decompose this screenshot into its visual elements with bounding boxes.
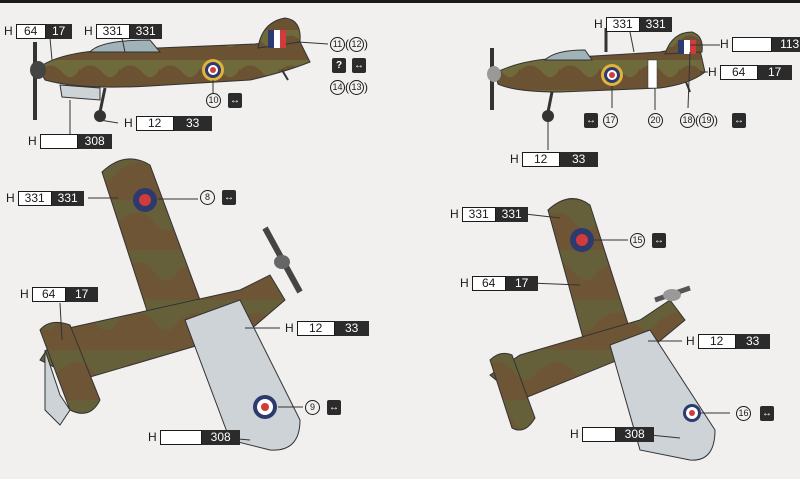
decal-16: 16 — [736, 406, 751, 421]
paint-code-top-left-3: H 12 33 — [124, 116, 212, 131]
paint-code-bottom-left-1: H 331 331 — [6, 191, 84, 206]
paint-code-top-right-1: H 331 331 — [594, 17, 672, 32]
paint-code-top-left-2: H 331 331 — [84, 24, 162, 39]
top-left-side-view — [30, 17, 329, 135]
paint-code-bottom-right-3: H 12 33 — [686, 334, 770, 349]
placement-icon: ↔ — [652, 233, 666, 248]
paint-code-bottom-right-2: H 64 17 — [460, 276, 538, 291]
decal-10: 10 — [206, 93, 221, 108]
bottom-left-planform — [39, 158, 303, 451]
decal-8: 8 — [200, 190, 215, 205]
placement-icon: ↔ — [760, 406, 774, 421]
placement-icon: ↔ — [228, 93, 242, 108]
header-rule — [0, 0, 800, 3]
paint-code-bottom-left-2: H 64 17 — [20, 287, 98, 302]
decal-11-12: 11(12) — [330, 37, 368, 52]
paint-code-bottom-left-4: H 308 — [148, 430, 240, 445]
decal-20: 20 — [648, 113, 663, 128]
decal-18-19: 18(19) — [680, 113, 718, 128]
paint-code-bottom-left-3: H 12 33 — [285, 321, 369, 336]
paint-code-bottom-right-1: H 331 331 — [450, 207, 528, 222]
decal-15: 15 — [630, 233, 645, 248]
question-icon: ? — [332, 58, 346, 73]
decal-17: 17 — [603, 113, 618, 128]
paint-code-top-right-4: H 12 33 — [510, 152, 598, 167]
paint-code-top-left-1: H 64 17 — [4, 24, 72, 39]
bottom-right-planform — [489, 198, 730, 461]
placement-icon: ↔ — [732, 113, 746, 128]
decal-14-13: 14(13) — [330, 80, 368, 95]
paint-code-top-right-2: H 113 — [720, 37, 800, 52]
placement-icon: ↔ — [222, 190, 236, 205]
paint-code-top-right-3: H 64 17 — [708, 65, 792, 80]
top-right-side-view — [487, 28, 720, 150]
placement-icon: ↔ — [327, 400, 341, 415]
paint-code-bottom-right-4: H 308 — [570, 427, 654, 442]
paint-code-top-left-4: H 308 — [28, 134, 112, 149]
decal-9: 9 — [305, 400, 320, 415]
placement-icon: ↔ — [352, 58, 366, 73]
placement-icon: ↔ — [584, 113, 598, 128]
